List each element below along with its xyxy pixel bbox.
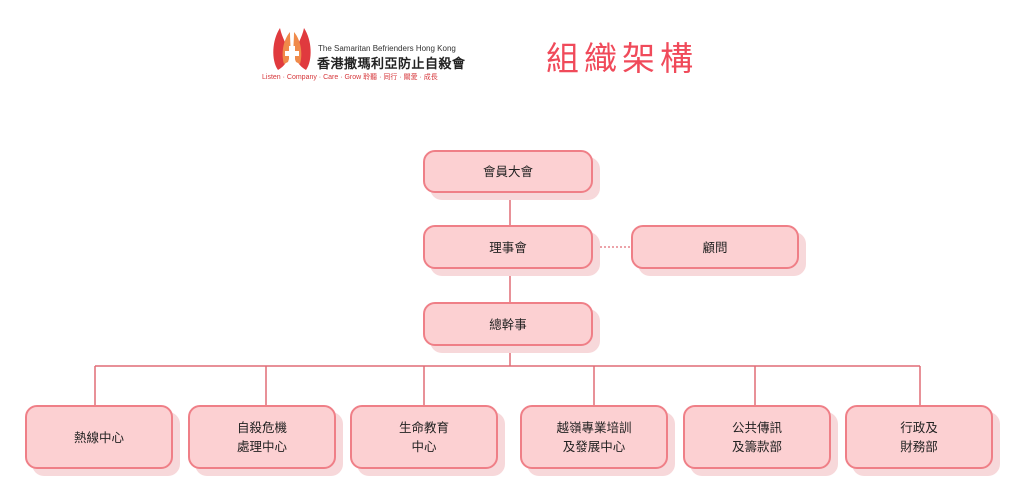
node-general-meeting: 會員大會 [423,150,593,193]
logo-name-en: The Samaritan Befrienders Hong Kong [318,44,456,53]
page-title: 組織架構 [546,39,698,78]
node-hotline: 熱線中心 [25,405,173,469]
node-life-education: 生命教育 中心 [350,405,498,469]
logo-tagline: Listen · Company · Care · Grow 聆聽 · 同行 ·… [262,74,438,81]
logo-name-zh: 香港撒瑪利亞防止自殺會 [317,57,466,72]
node-admin-finance: 行政及 財務部 [845,405,993,469]
node-board: 理事會 [423,225,593,269]
logo: The Samaritan Befrienders Hong Kong 香港撒瑪… [262,20,492,84]
node-director: 總幹事 [423,302,593,346]
logo-mark-icon [273,28,311,70]
node-communication: 公共傳訊 及籌款部 [683,405,831,469]
node-crisis: 自殺危機 處理中心 [188,405,336,469]
node-cross-border: 越嶺專業培訓 及發展中心 [520,405,668,469]
node-advisors: 顧問 [631,225,799,269]
